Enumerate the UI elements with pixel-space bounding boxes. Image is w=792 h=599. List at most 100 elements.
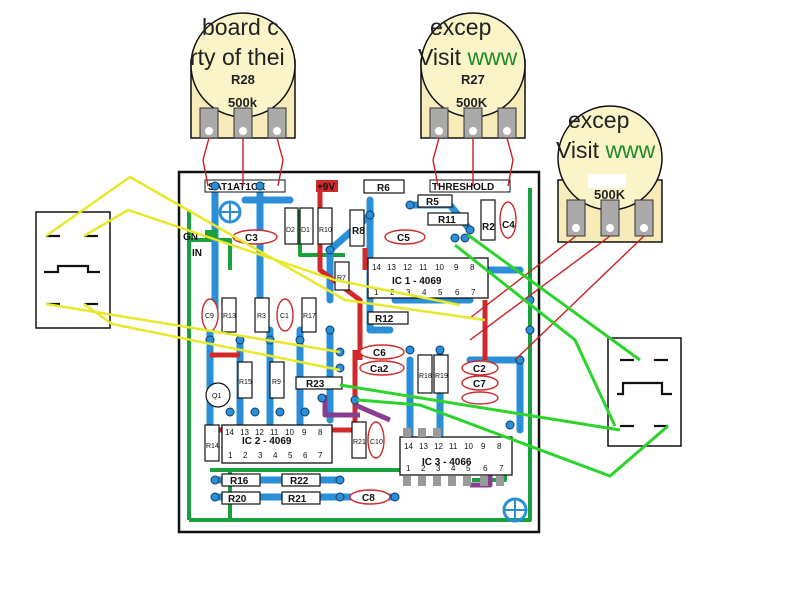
overlay-pot3-line1: excep xyxy=(568,107,629,133)
comp-r20: R20 xyxy=(228,494,247,505)
svg-text:8: 8 xyxy=(470,263,475,272)
svg-text:9: 9 xyxy=(302,428,307,437)
switch-left xyxy=(35,211,111,329)
yellow-wires xyxy=(45,175,486,372)
svg-text:4: 4 xyxy=(451,464,456,473)
ic3-leads xyxy=(403,428,504,486)
svg-text:14: 14 xyxy=(404,442,413,451)
in-label: IN xyxy=(192,248,202,259)
overlay-pot2-line1: excep xyxy=(430,14,491,40)
overlay-pot3-line2: Visit www xyxy=(556,137,656,163)
comp-r21-vert: R21 xyxy=(353,439,366,446)
comp-r21: R21 xyxy=(288,494,307,505)
svg-text:5: 5 xyxy=(466,464,471,473)
svg-text:1: 1 xyxy=(374,288,379,297)
svg-text:8: 8 xyxy=(318,428,323,437)
svg-text:12: 12 xyxy=(434,442,443,451)
comp-c8: C8 xyxy=(362,493,375,504)
svg-text:3: 3 xyxy=(436,464,441,473)
svg-text:6: 6 xyxy=(483,464,488,473)
svg-text:10: 10 xyxy=(435,263,444,272)
green-wires xyxy=(339,233,669,478)
comp-r10: R10 xyxy=(319,227,332,234)
comp-c6: C6 xyxy=(373,348,386,359)
comp-r7: R7 xyxy=(337,275,346,282)
svg-text:7: 7 xyxy=(471,288,476,297)
svg-text:11: 11 xyxy=(449,442,458,451)
comp-c4: C4 xyxy=(502,220,515,231)
comp-r14: R14 xyxy=(206,443,219,450)
svg-text:4: 4 xyxy=(422,288,427,297)
svg-text:6: 6 xyxy=(455,288,460,297)
header-r6-label: R6 xyxy=(377,183,390,194)
comp-r17: R17 xyxy=(303,313,316,320)
comp-q1: Q1 xyxy=(212,393,221,400)
pot-r28: R28 500k xyxy=(190,12,296,139)
svg-text:13: 13 xyxy=(419,442,428,451)
svg-text:1: 1 xyxy=(228,451,233,460)
pcb-pads xyxy=(205,181,535,502)
svg-text:10: 10 xyxy=(285,428,294,437)
svg-text:14: 14 xyxy=(372,263,381,272)
comp-c5: C5 xyxy=(397,233,410,244)
svg-text:12: 12 xyxy=(403,263,412,272)
comp-ca2: Ca2 xyxy=(370,364,389,375)
svg-text:11: 11 xyxy=(270,428,279,437)
comp-r18: R18 xyxy=(419,373,432,380)
ic3-pins-bottom: 1 2 3 4 5 6 7 xyxy=(406,464,504,473)
pot-r27-value: 500K xyxy=(456,95,488,110)
svg-text:13: 13 xyxy=(240,428,249,437)
comp-c9: C9 xyxy=(205,313,214,320)
svg-text:10: 10 xyxy=(464,442,473,451)
svg-text:1: 1 xyxy=(406,464,411,473)
svg-text:11: 11 xyxy=(419,263,428,272)
comp-d2: D2 xyxy=(286,227,295,234)
header-left-label: SAT1AT1CK xyxy=(208,182,266,193)
comp-d1: D1 xyxy=(301,227,310,234)
pot-r27-name: R27 xyxy=(461,72,485,87)
pot-r27: R27 500K xyxy=(420,12,526,139)
svg-text:7: 7 xyxy=(499,464,504,473)
comp-c3: C3 xyxy=(245,233,258,244)
svg-text:7: 7 xyxy=(318,451,323,460)
svg-text:8: 8 xyxy=(497,442,502,451)
svg-text:5: 5 xyxy=(438,288,443,297)
comp-c1: C1 xyxy=(280,313,289,320)
comp-r16: R16 xyxy=(230,476,249,487)
gnd-label: GN xyxy=(183,232,198,243)
svg-text:3: 3 xyxy=(258,451,263,460)
ic3-pins-top: 14 13 12 11 10 9 8 xyxy=(404,442,502,451)
comp-r2: R2 xyxy=(482,222,495,233)
ic2-label: IC 2 - 4069 xyxy=(242,436,292,447)
svg-text:2: 2 xyxy=(243,451,248,460)
svg-text:12: 12 xyxy=(255,428,264,437)
comp-r9: R9 xyxy=(272,379,281,386)
overlay-pot1-line1: board c xyxy=(202,14,279,40)
comp-r12: R12 xyxy=(375,314,394,325)
svg-text:9: 9 xyxy=(481,442,486,451)
comp-r15: R15 xyxy=(239,379,252,386)
comp-r19: R19 xyxy=(435,373,448,380)
svg-text:14: 14 xyxy=(225,428,234,437)
comp-r8: R8 xyxy=(352,226,365,237)
switch-right xyxy=(607,337,682,447)
svg-text:2: 2 xyxy=(421,464,426,473)
comp-c7: C7 xyxy=(473,379,486,390)
overlay-pot1-line2: rty of thei xyxy=(190,44,285,70)
comp-c10: C10 xyxy=(370,439,383,446)
pot-r28-value: 500k xyxy=(228,95,258,110)
ic2-pins-bottom: 1 2 3 4 5 6 7 xyxy=(228,451,323,460)
pot-r28-name: R28 xyxy=(231,72,255,87)
comp-r22: R22 xyxy=(290,476,309,487)
ic2-pins-top: 14 13 12 11 10 9 8 xyxy=(225,428,323,437)
svg-text:13: 13 xyxy=(387,263,396,272)
pcb-board: SAT1AT1CK +9V R6 THRESHOLD GN IN R5 R11 … xyxy=(177,170,541,534)
comp-c2: C2 xyxy=(473,364,486,375)
header-right-label: THRESHOLD xyxy=(432,182,494,193)
comp-r3: R3 xyxy=(257,313,266,320)
ic1-label: IC 1 - 4069 xyxy=(392,276,442,287)
svg-text:5: 5 xyxy=(288,451,293,460)
ic3-label: IC 3 - 4066 xyxy=(422,457,472,468)
ic1-pins-top: 14 13 12 11 10 9 8 xyxy=(372,263,475,272)
